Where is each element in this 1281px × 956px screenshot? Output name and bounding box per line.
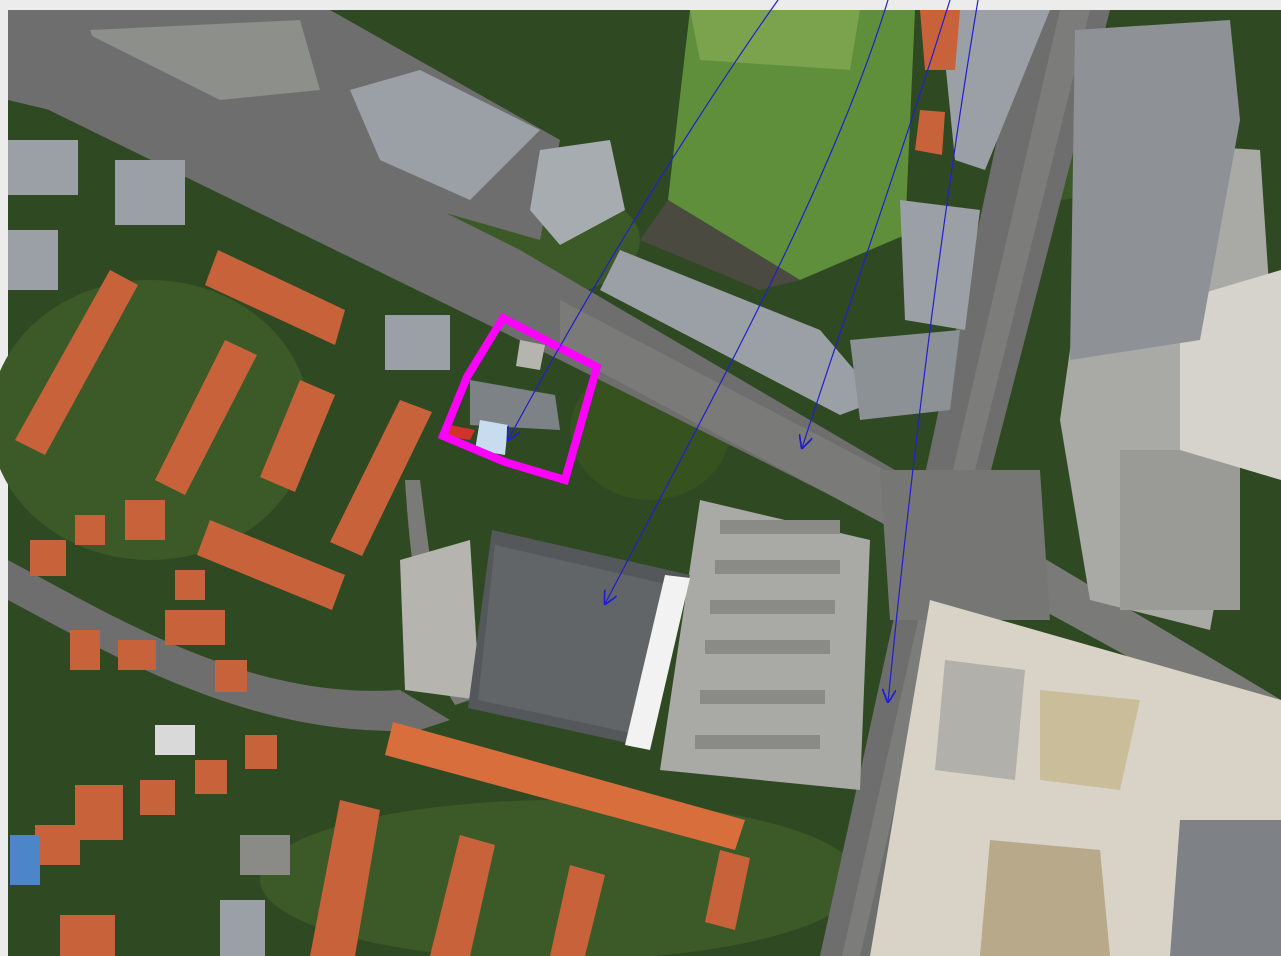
plot-boundary[interactable] [437, 312, 602, 485]
top-frame [0, 0, 1281, 10]
arrow-to-plot [508, 0, 779, 440]
sports-field [668, 10, 915, 280]
imagery [0, 10, 1281, 956]
left-frame [0, 0, 8, 956]
arrow-to-road [802, 0, 951, 448]
plot-interior [445, 340, 560, 455]
pointer-arrows [508, 0, 979, 702]
long-red-block [385, 722, 745, 850]
arrow-to-avenue [888, 0, 979, 702]
arrow-to-store-roof [605, 0, 889, 604]
